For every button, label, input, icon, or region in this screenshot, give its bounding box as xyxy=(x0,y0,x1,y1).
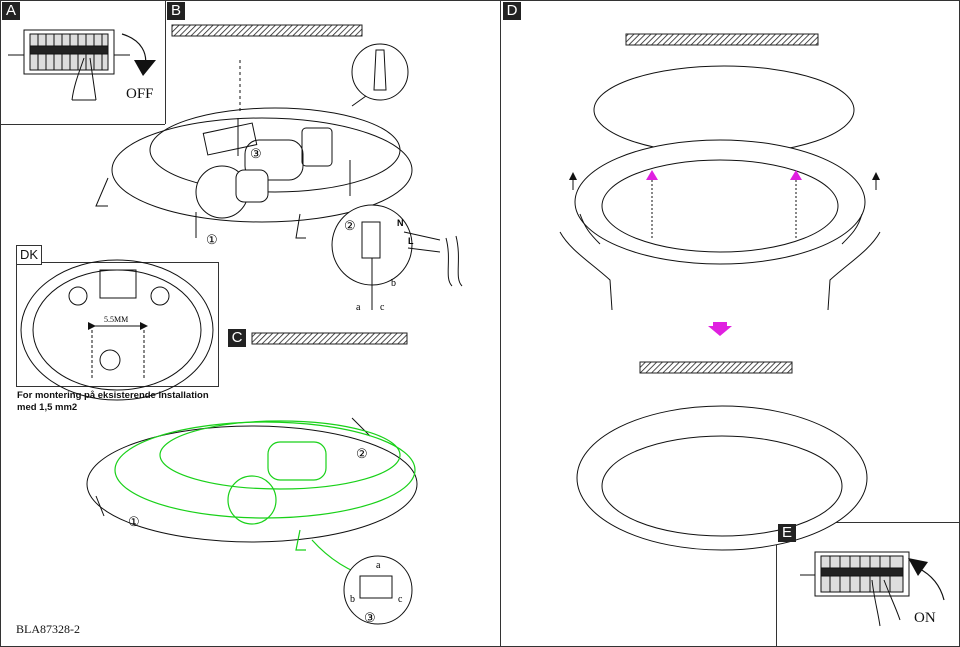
callout-2-c: ② xyxy=(356,446,368,461)
breaker-panel-e xyxy=(800,551,910,627)
ceiling-hatch-b xyxy=(171,24,363,37)
callout-1-b: ① xyxy=(206,232,218,247)
callout-3-c: ③ xyxy=(364,610,376,625)
callout-2-b: ② xyxy=(344,218,356,233)
wiring-detail-b xyxy=(331,204,463,310)
clip-arrow-left xyxy=(646,170,658,180)
tool-label-c-b: c xyxy=(380,302,385,313)
next-step-arrow xyxy=(708,322,732,336)
switch-label-off: OFF xyxy=(126,86,154,102)
breaker-panel-a xyxy=(8,29,130,101)
wire-label-l: L xyxy=(408,236,414,246)
tool-label-a-c: a xyxy=(376,560,381,571)
callout-1-c: ① xyxy=(128,514,140,529)
clip-arrow-right xyxy=(790,170,802,180)
rotate-arrow-a-head xyxy=(134,60,156,76)
tool-label-b-b: b xyxy=(391,278,396,289)
model-code: BLA87328-2 xyxy=(16,622,80,636)
dk-note-line-1: For montering på eksisterende installati… xyxy=(17,390,209,401)
hands-d xyxy=(559,213,881,311)
panel-tag-c: C xyxy=(228,329,246,347)
panel-tag-b: B xyxy=(167,2,185,20)
tool-label-a-b: a xyxy=(356,302,361,313)
panel-tag-a: A xyxy=(2,2,20,20)
wire-label-n: N xyxy=(397,218,404,228)
finished-luminaire-d xyxy=(576,405,868,551)
diffuser-ring-d xyxy=(574,139,866,265)
panel-tag-e: E xyxy=(778,524,796,542)
panel-tag-dk: DK xyxy=(16,245,42,265)
luminaire-base-b xyxy=(95,60,413,239)
tool-detail-c xyxy=(343,555,413,625)
rotate-arrow-e-head xyxy=(908,558,928,576)
ceiling-hatch-d2 xyxy=(639,361,793,374)
ceiling-hatch-d1 xyxy=(625,33,819,46)
switch-label-on: ON xyxy=(914,610,936,626)
dk-dimension: 5.5MM xyxy=(104,315,128,324)
dk-base-drawing xyxy=(20,259,214,401)
screw-detail-b xyxy=(351,43,409,107)
ceiling-hatch-c xyxy=(251,332,408,345)
callout-3-b: ③ xyxy=(250,146,262,161)
tool-label-c-c: c xyxy=(398,594,403,605)
panel-tag-d: D xyxy=(503,2,521,20)
rotate-arrow-e xyxy=(917,567,945,601)
dk-note-line-2: med 1,5 mm2 xyxy=(17,402,78,413)
tool-label-b-c: b xyxy=(350,594,355,605)
